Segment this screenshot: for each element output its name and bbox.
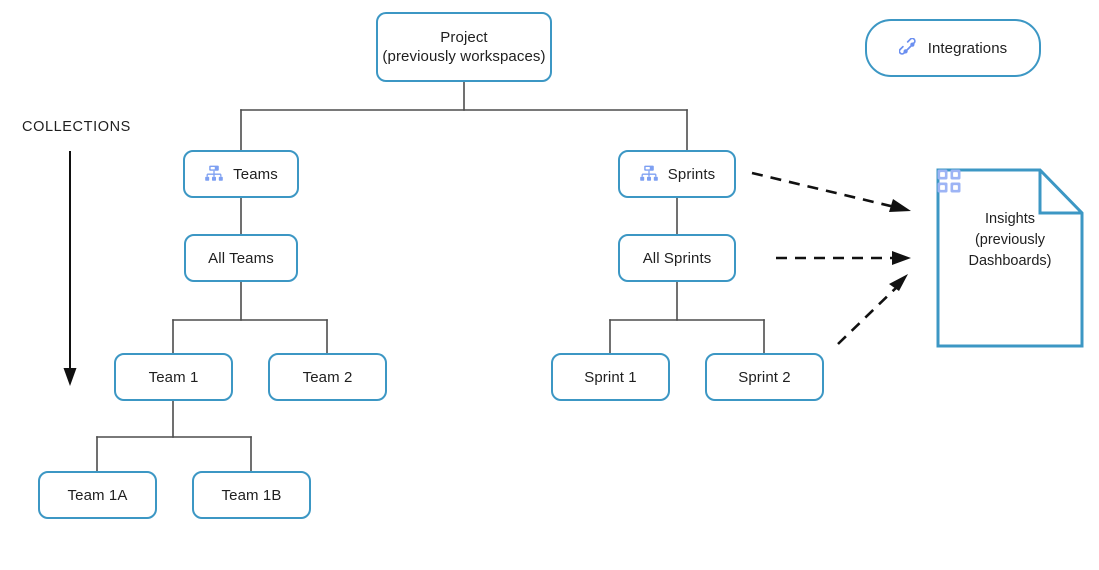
node-project-label: Project (previously workspaces) xyxy=(382,29,546,65)
collections-arrowhead xyxy=(63,368,77,386)
node-team-2-label: Team 2 xyxy=(302,368,353,386)
node-team-1a-label: Team 1A xyxy=(67,486,128,504)
node-sprints[interactable]: Sprints xyxy=(618,150,736,198)
node-team-1b-label: Team 1B xyxy=(221,486,282,504)
node-insights[interactable]: Insights (previously Dashboards) xyxy=(936,168,1084,348)
node-project[interactable]: Project (previously workspaces) xyxy=(376,12,552,82)
node-team-1[interactable]: Team 1 xyxy=(114,353,233,401)
arrowhead-sprint2-insights xyxy=(889,274,908,291)
node-sprint-1-label: Sprint 1 xyxy=(584,368,637,386)
insights-content: Insights (previously Dashboards) xyxy=(936,168,1084,348)
node-team-2[interactable]: Team 2 xyxy=(268,353,387,401)
node-sprint-2[interactable]: Sprint 2 xyxy=(705,353,824,401)
node-integrations-label: Integrations xyxy=(927,39,1008,57)
node-teams-label: Teams xyxy=(233,165,278,183)
node-team-1b[interactable]: Team 1B xyxy=(192,471,311,519)
hierarchy-icon xyxy=(204,164,224,184)
arrowhead-allsprints-insights xyxy=(892,251,911,265)
node-all-sprints-label: All Sprints xyxy=(642,249,712,267)
arrowhead-sprints-insights xyxy=(889,199,911,212)
edge-sprints-to-insights xyxy=(751,171,900,210)
node-insights-label: Insights (previously Dashboards) xyxy=(968,211,1052,269)
node-sprints-label: Sprints xyxy=(667,165,716,183)
edge-sprint2-to-insights xyxy=(837,283,901,345)
hierarchy-icon xyxy=(639,164,659,184)
node-all-sprints[interactable]: All Sprints xyxy=(618,234,736,282)
node-all-teams[interactable]: All Teams xyxy=(184,234,298,282)
node-sprint-2-label: Sprint 2 xyxy=(738,368,791,386)
link-icon xyxy=(898,37,919,58)
node-team-1-label: Team 1 xyxy=(148,368,199,386)
node-all-teams-label: All Teams xyxy=(208,249,274,267)
node-sprint-1[interactable]: Sprint 1 xyxy=(551,353,670,401)
node-teams[interactable]: Teams xyxy=(183,150,299,198)
collections-label: COLLECTIONS xyxy=(22,119,131,135)
node-integrations[interactable]: Integrations xyxy=(865,19,1041,77)
node-team-1a[interactable]: Team 1A xyxy=(38,471,157,519)
document-shape xyxy=(936,168,1084,348)
